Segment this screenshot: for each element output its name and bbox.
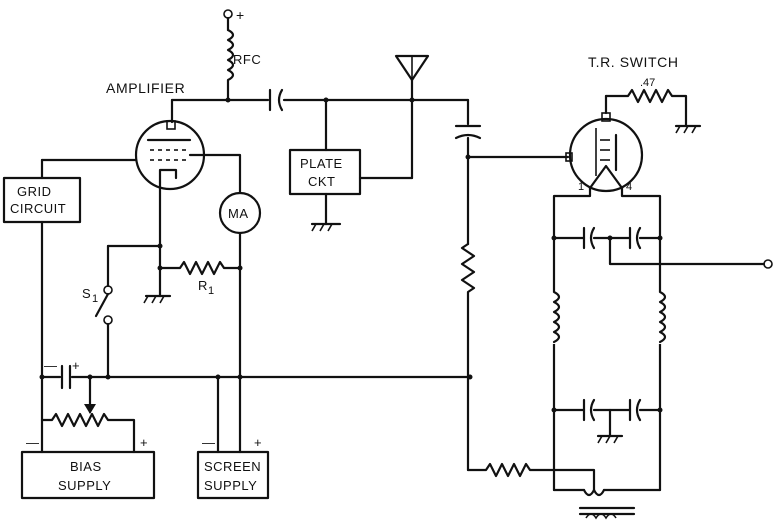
heater-choke-2 [658,290,667,344]
bias-plus-label: + [140,435,148,450]
screen-minus-label: — [202,435,216,450]
heater-transformer [552,488,662,520]
grid-circuit-box: GRID CIRCUIT [2,176,82,224]
plate-ckt-box: PLATE CKT [288,148,362,196]
cap-plus-label: + [72,358,80,373]
cathode-ground [143,294,172,304]
bleeder-resistor [460,242,476,472]
ma-meter: MA [218,191,262,235]
cap-minus-label: — [44,358,58,373]
resistor-r1-label: R [198,278,208,293]
heater-bypass-cap-3 [582,398,596,422]
output-lead [608,236,766,266]
svg-text:SUPPLY: SUPPLY [204,478,257,493]
amplifier-label: AMPLIFIER [106,80,185,96]
tr-coupling-capacitor [454,124,482,140]
rfc-inductor [226,28,235,102]
screen-supply-box: SCREEN SUPPLY [196,450,270,500]
resistor-r1 [158,260,242,276]
output-terminal [763,259,773,269]
svg-text:SCREEN: SCREEN [204,459,261,474]
svg-text:BIAS: BIAS [70,459,102,474]
plate-bus [170,98,470,124]
rfc-label: RFC [233,52,261,67]
heater-bypass-cap-4 [628,398,642,422]
svg-text:1: 1 [92,293,98,305]
plate-ckt-ground [310,222,342,232]
tr-ground [674,124,702,134]
heater-bypass-cap-2 [628,226,642,250]
bias-potentiometer [40,412,136,454]
tr-switch-label: T.R. SWITCH [588,54,679,70]
bias-minus-label: — [26,435,40,450]
pin-1-label: 1 [578,181,584,193]
svg-text:MA: MA [228,206,249,221]
svg-text:SUPPLY: SUPPLY [58,478,111,493]
screen-plus-label: + [254,435,262,450]
supply-plus-label: + [236,7,245,23]
svg-text:GRID: GRID [17,184,52,199]
resistor-47 [604,88,688,128]
bias-capacitor [60,364,72,390]
switch-s1-contact-top [103,285,113,295]
bottom-resistor [466,462,596,492]
heater-bypass-cap-1 [582,226,596,250]
bias-supply-box: BIAS SUPPLY [20,450,156,500]
switch-s1-contact-bottom [103,315,113,325]
pin-4-label: 4 [626,181,632,193]
heater-choke-1 [552,290,561,344]
resistor-47-label: .47 [640,77,655,89]
junction-rfc [225,97,231,103]
heater-bypass-ground [596,434,624,444]
svg-text:PLATE: PLATE [300,156,343,171]
svg-text:CKT: CKT [308,174,336,189]
screen-lead [188,153,242,195]
tr-switch-tube [565,112,644,193]
switch-s1-blade [94,292,110,318]
svg-text:CIRCUIT: CIRCUIT [10,201,66,216]
svg-text:1: 1 [208,285,214,297]
switch-s1-label: S [82,286,91,301]
supply-terminal [223,9,233,32]
coupling-capacitor [268,88,284,112]
antenna [358,54,430,180]
